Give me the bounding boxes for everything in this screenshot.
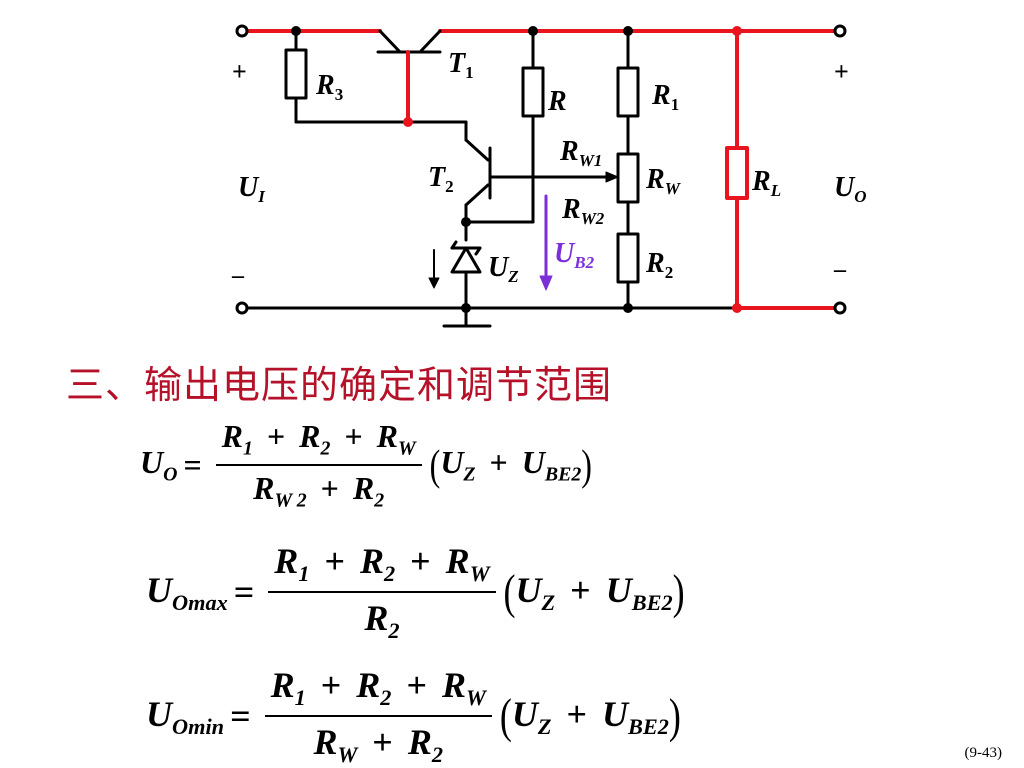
- label-rw: RW: [645, 164, 682, 198]
- label-ui: UI: [238, 172, 266, 206]
- eq2-denominator: R2: [364, 598, 400, 644]
- rl-resistor: [725, 146, 749, 200]
- label-uo: UO: [834, 172, 867, 206]
- label-rw1: RW1: [559, 136, 602, 170]
- eq1-equals: =: [183, 446, 202, 483]
- rw-potentiometer: [616, 152, 640, 204]
- eq1-denominator: RW 2 + R2: [253, 470, 385, 512]
- eq2-fraction: R1 + R2 + RW R2: [268, 540, 496, 644]
- r1-resistor: [616, 66, 640, 118]
- rw-wiper-arrow: [605, 171, 619, 183]
- uz-arrow-head: [428, 277, 440, 289]
- eq2-lhs: UOmax: [146, 569, 228, 615]
- input-terminal-top: [235, 24, 249, 38]
- label-uz: UZ: [488, 252, 519, 286]
- eq3-fraction: R1 + R2 + RW RW + R2: [264, 664, 492, 768]
- label-r1: R1: [651, 80, 679, 114]
- eq1-numerator: R1 + R2 + RW: [215, 418, 422, 467]
- t2-collector: [464, 138, 490, 162]
- junction-dot: [732, 26, 742, 36]
- output-minus-sign: –: [833, 257, 847, 283]
- output-plus-sign: +: [834, 57, 849, 86]
- t2-emitter: [464, 183, 490, 207]
- junction-dot: [461, 303, 471, 313]
- formula-uo-max: UOmax = R1 + R2 + RW R2 ( UZ + UBE2 ): [146, 540, 685, 644]
- junction-dot: [623, 26, 633, 36]
- section-heading: 三、输出电压的确定和调节范围: [66, 363, 613, 407]
- t1-collector: [378, 29, 402, 54]
- input-plus-sign: +: [232, 57, 247, 86]
- zener-bar-tail1: [450, 240, 458, 250]
- label-t2: T2: [428, 162, 454, 196]
- r3-resistor: [284, 48, 308, 100]
- output-terminal-bottom: [833, 301, 847, 315]
- eq3-equals: =: [230, 696, 251, 737]
- circuit-diagram: + – + – UI UO T1 T2 R3 R R1 RW1 RW RW2 R…: [231, 24, 867, 328]
- eq3-numerator: R1 + R2 + RW: [264, 664, 492, 718]
- label-rw2: RW2: [561, 194, 605, 228]
- ub2-arrow-head: [539, 275, 553, 291]
- output-terminal-top: [833, 24, 847, 38]
- input-terminal-bottom: [235, 301, 249, 315]
- eq1-rhs: UZ + UBE2: [440, 444, 582, 486]
- eq1-lhs: UO: [140, 444, 178, 486]
- label-rl: RL: [751, 166, 781, 200]
- r2-resistor: [616, 232, 640, 284]
- zener-bar-tail2: [474, 246, 482, 256]
- junction-dot: [623, 303, 633, 313]
- eq3-rhs: UZ + UBE2: [511, 693, 669, 739]
- eq3-denominator: RW + R2: [313, 722, 443, 768]
- formula-uo-min: UOmin = R1 + R2 + RW RW + R2 ( UZ + UBE2…: [146, 664, 681, 768]
- formula-uo: UO = R1 + R2 + RW RW 2 + R2 ( UZ + UBE2 …: [140, 418, 592, 513]
- label-r3: R3: [315, 70, 343, 104]
- t1-emitter: [418, 29, 442, 54]
- eq2-numerator: R1 + R2 + RW: [268, 540, 496, 594]
- eq2-equals: =: [233, 572, 255, 613]
- eq1-fraction: R1 + R2 + RW RW 2 + R2: [215, 418, 422, 513]
- page-number: (9-43): [964, 745, 1003, 761]
- junction-dot: [528, 26, 538, 36]
- r-resistor: [521, 66, 545, 118]
- junction-dot: [461, 217, 471, 227]
- label-r: R: [547, 86, 567, 117]
- label-t1: T1: [448, 48, 474, 82]
- eq2-rhs: UZ + UBE2: [515, 569, 673, 615]
- junction-dot: [403, 117, 413, 127]
- label-r2: R2: [645, 248, 673, 282]
- junction-dot: [732, 303, 742, 313]
- label-ub2: UB2: [554, 238, 595, 272]
- eq3-lhs: UOmin: [146, 693, 225, 739]
- junction-dot: [291, 26, 301, 36]
- input-minus-sign: –: [231, 263, 245, 289]
